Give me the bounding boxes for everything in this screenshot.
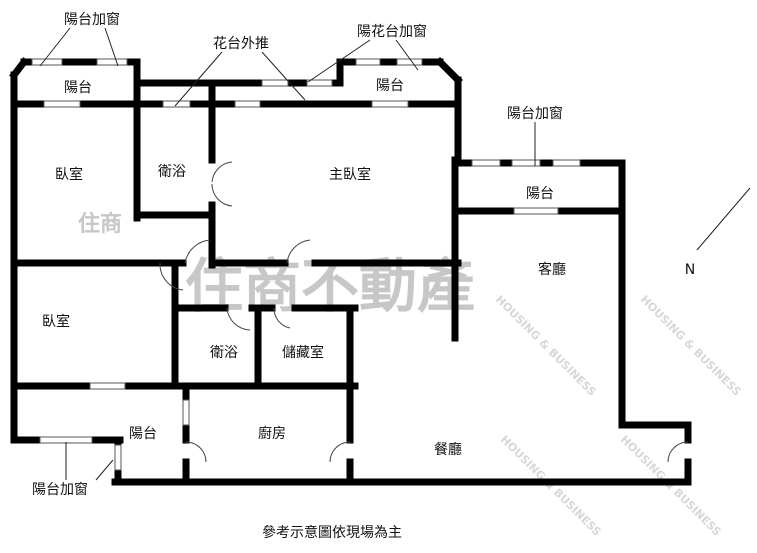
window xyxy=(114,444,122,471)
window xyxy=(89,382,126,390)
label-bedroom-2: 臥室 xyxy=(42,313,70,330)
label-balcony-window-top-left: 陽台加窗 xyxy=(64,11,120,28)
label-balcony-right: 陽台 xyxy=(526,186,554,202)
door-swing-icon xyxy=(667,441,689,463)
label-bedroom-1: 臥室 xyxy=(55,166,83,183)
window xyxy=(552,159,581,167)
north-arrow-icon xyxy=(696,187,751,251)
watermark-english: HOUSING & BUSINESS xyxy=(618,433,724,539)
window xyxy=(43,100,81,108)
label-balcony-planter-window: 陽花台加窗 xyxy=(357,23,427,40)
window xyxy=(396,58,423,66)
window xyxy=(96,58,128,66)
label-bathroom-2: 衛浴 xyxy=(210,345,238,361)
door-swing-icon xyxy=(211,161,233,183)
leader-lines xyxy=(39,27,536,481)
window xyxy=(234,100,261,108)
window xyxy=(511,159,541,167)
door-swing-icon xyxy=(211,183,233,207)
window xyxy=(513,207,559,215)
door-swing-icon xyxy=(184,239,211,264)
watermark-english: HOUSING & BUSINESS xyxy=(493,293,599,399)
footer-note: 參考示意圖依現場為主 xyxy=(262,524,402,541)
label-dining-room: 餐廳 xyxy=(434,441,462,458)
door-swing-icon xyxy=(286,239,311,264)
watermark-english: HOUSING & BUSINESS xyxy=(638,293,744,399)
label-storage: 儲藏室 xyxy=(282,344,324,361)
door-swing-icon xyxy=(159,262,184,291)
windows xyxy=(31,58,581,471)
window xyxy=(371,100,409,108)
doors xyxy=(159,161,689,463)
label-master-bedroom: 主臥室 xyxy=(329,166,371,183)
window xyxy=(306,79,333,87)
compass: N xyxy=(685,187,751,278)
label-balcony-top-right: 陽台 xyxy=(376,78,404,94)
window xyxy=(182,399,190,426)
label-balcony-top-left: 陽台 xyxy=(64,80,92,96)
label-planter-extended: 花台外推 xyxy=(213,36,269,52)
label-balcony-bottom: 陽台 xyxy=(129,426,157,442)
window xyxy=(31,58,63,66)
label-balcony-window-right: 陽台加窗 xyxy=(507,105,563,122)
label-balcony-window-bottom: 陽台加窗 xyxy=(32,481,88,498)
door-swing-icon xyxy=(273,307,291,329)
label-living-room: 客廳 xyxy=(538,261,566,278)
label-bathroom-1: 衛浴 xyxy=(158,164,186,180)
north-label: N xyxy=(685,262,695,278)
label-kitchen: 廚房 xyxy=(258,425,286,442)
window xyxy=(261,79,289,87)
door-swing-icon xyxy=(226,307,251,331)
watermark-logo: 住商 xyxy=(78,211,122,237)
window xyxy=(471,159,501,167)
window xyxy=(355,58,381,66)
door-swing-icon xyxy=(185,441,207,463)
room-labels: 陽台加窗 陽台 花台外推 陽花台加窗 陽台 陽台加窗 臥室 衛浴 主臥室 陽台 … xyxy=(32,11,566,541)
door-swing-icon xyxy=(329,441,351,463)
watermark-english: HOUSING & BUSINESS xyxy=(498,433,604,539)
